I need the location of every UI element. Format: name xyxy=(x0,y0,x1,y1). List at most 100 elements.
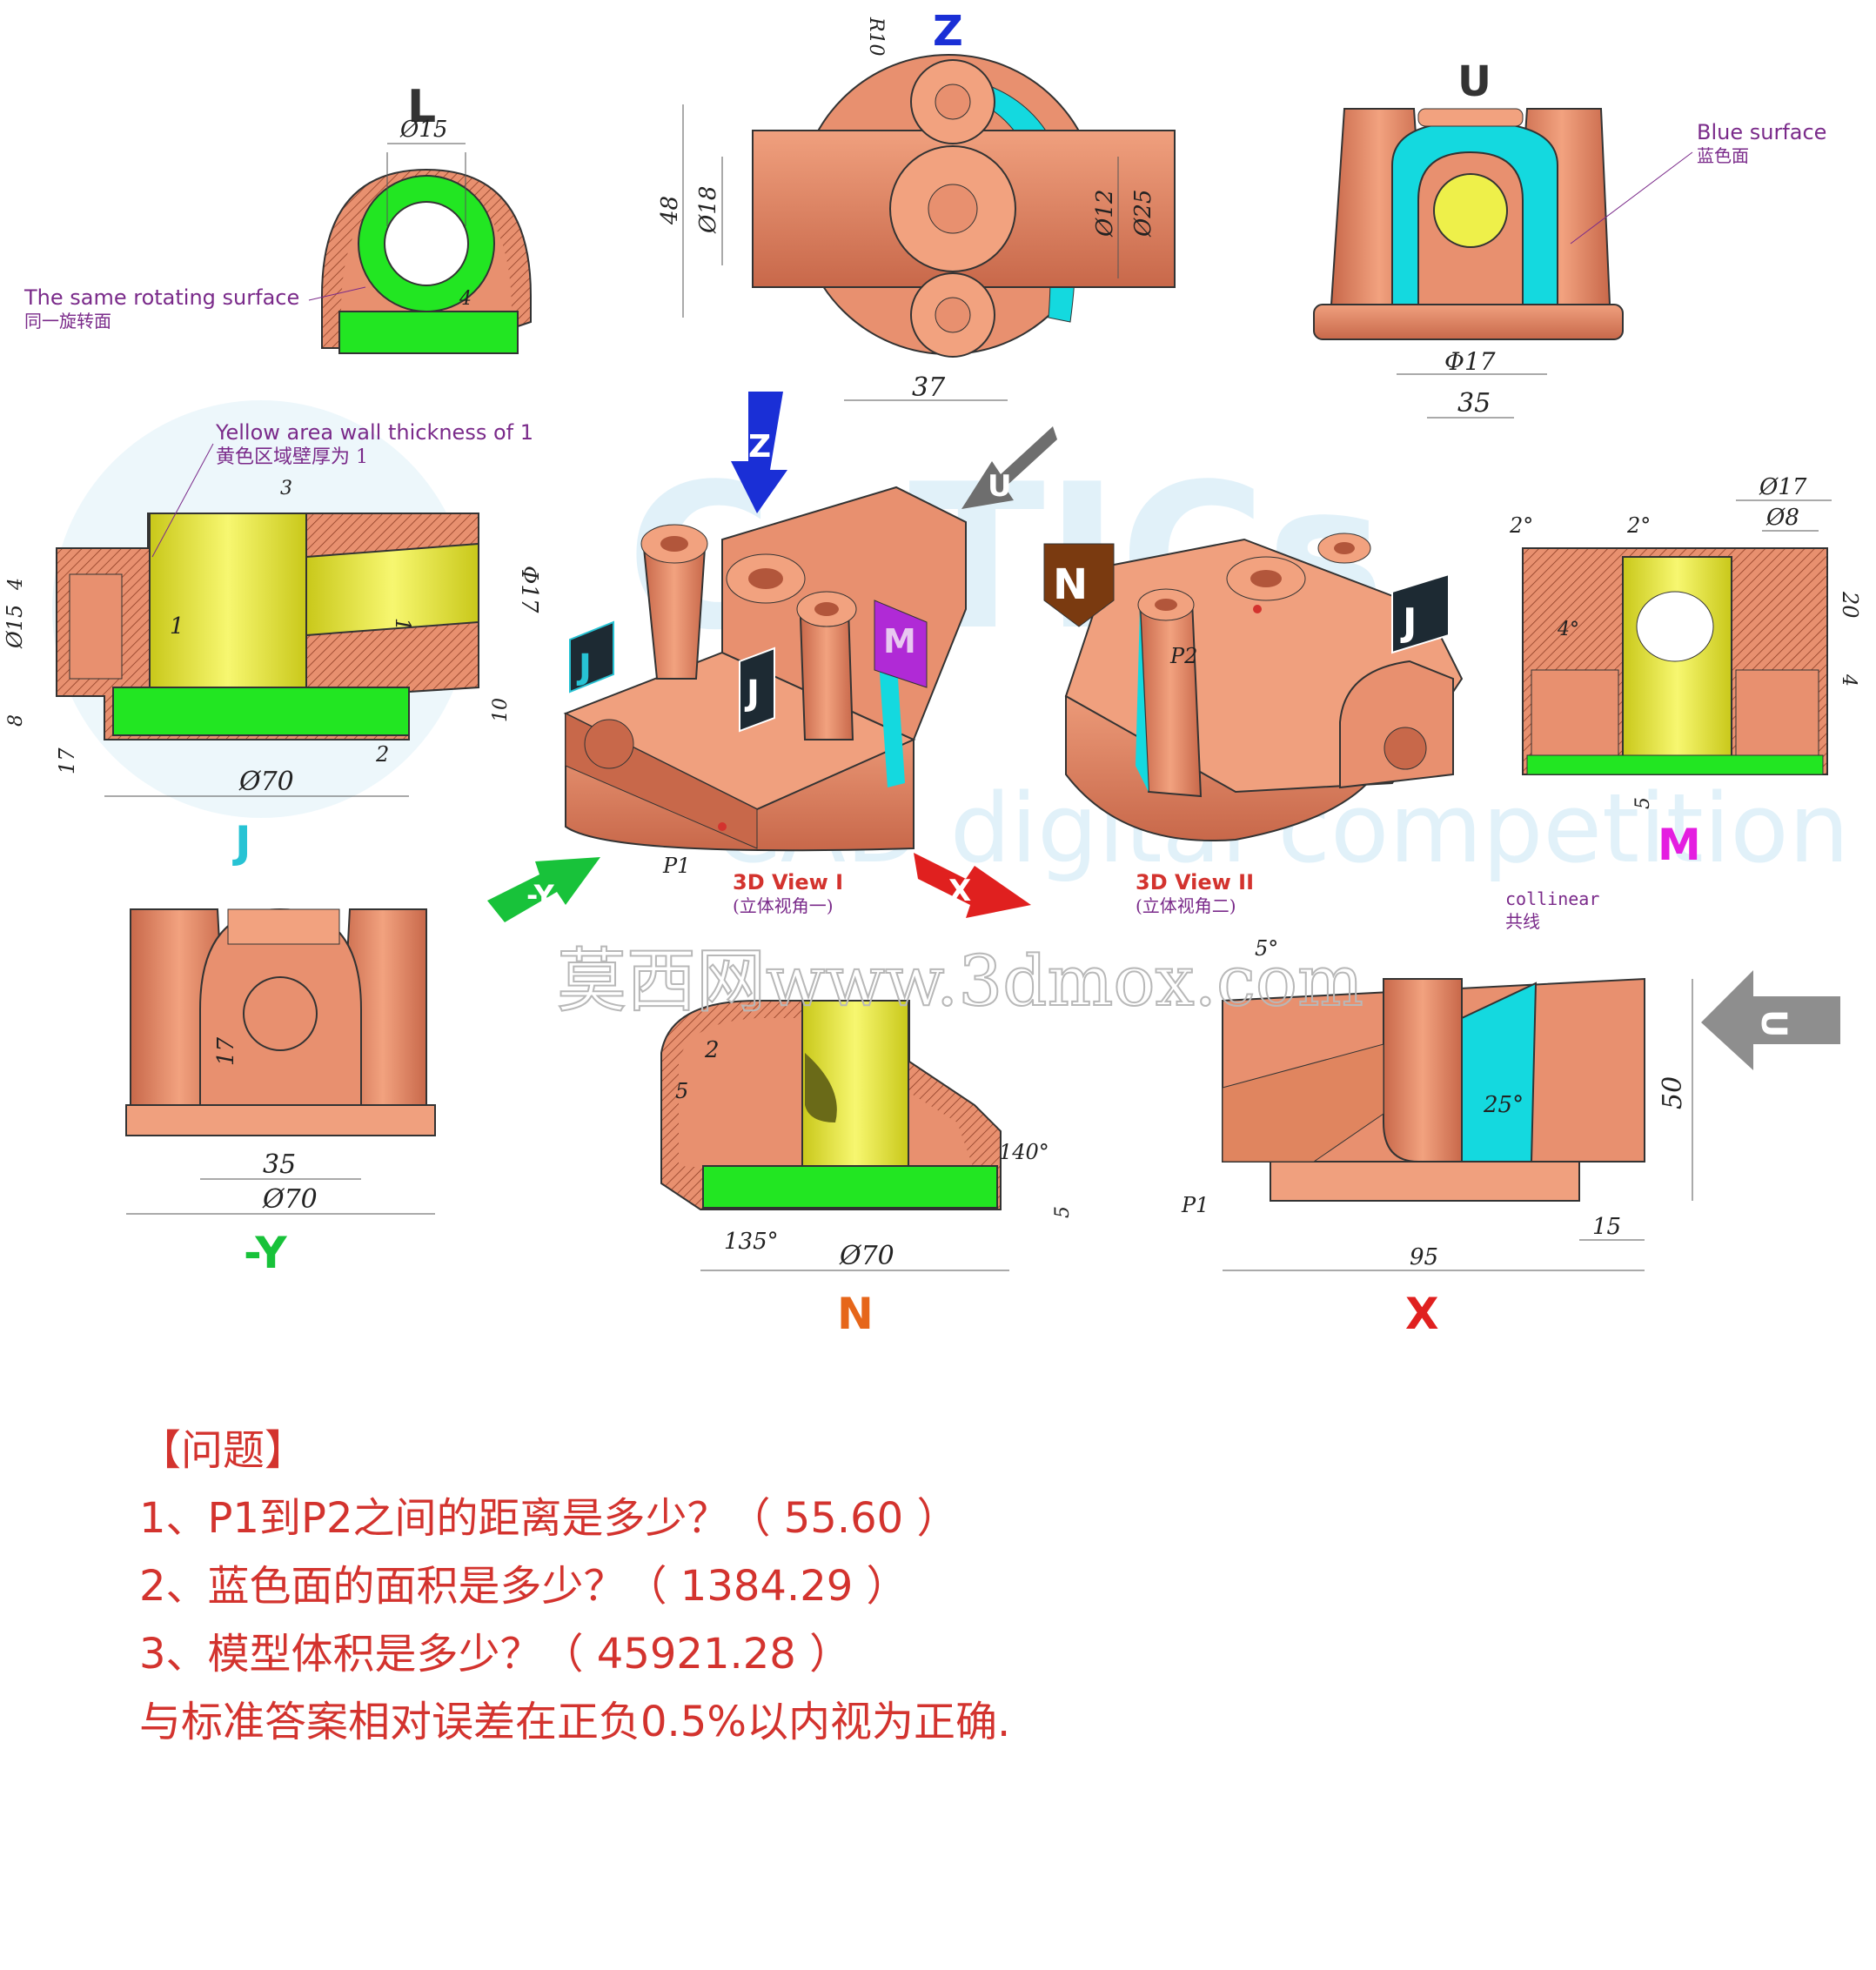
view-Z-dim-1: 48 xyxy=(657,196,683,225)
view-3d-2-title: 3D View II xyxy=(1136,870,1254,895)
view-minus-Y: -Y 17 35 Ø70 xyxy=(125,908,436,1278)
arrow-minus-y: -Y xyxy=(487,857,600,922)
view-3d-2-point: P2 xyxy=(1169,644,1197,668)
view-X-dim-5: P1 xyxy=(1181,1193,1209,1217)
svg-text:U: U xyxy=(988,469,1012,504)
view-L-note-en: The same rotating surface xyxy=(23,285,299,310)
view-3d-2: P2 3D View II (立体视角二) xyxy=(1064,533,1464,916)
view-Z-label: Z xyxy=(933,7,963,56)
view-J-dim-9: 2 xyxy=(375,742,389,767)
view-L-note-cn: 同一旋转面 xyxy=(24,311,111,332)
view-M-dim-6: 4 xyxy=(1838,673,1859,687)
question-2: 2、蓝色面的面积是多少？（ 1384.29 ） xyxy=(139,1562,908,1611)
view-J: J 3 Φ17 4 Ø15 1 1 8 17 10 2 Ø70 Yellow a… xyxy=(3,420,542,868)
view-J-label: J xyxy=(232,817,251,868)
view-3d-1-title-cn: (立体视角一) xyxy=(733,895,834,916)
view-J-dim-5: 1 xyxy=(391,618,415,631)
view-J-dim-6: 8 xyxy=(5,714,27,727)
tag-n: N xyxy=(1043,543,1115,627)
view-M-dim-7: 5 xyxy=(1632,797,1654,809)
arrow-u-2: U xyxy=(1701,970,1840,1070)
view-X-dim-2: 共线 xyxy=(1505,911,1540,932)
svg-text:M: M xyxy=(883,622,916,660)
view-X: X 5° collinear 共线 25° 50 P1 15 95 xyxy=(1181,888,1693,1339)
view-N-dim-1: 5 xyxy=(675,1079,688,1103)
tag-j-3: J xyxy=(1391,573,1450,654)
view-N-dim-4: 135° xyxy=(724,1229,779,1255)
view-M-dim-2: 2° xyxy=(1509,513,1533,538)
view-minus-Y-dim-0: 17 xyxy=(213,1036,239,1066)
view-Z: Z R10 48 Ø18 Ø12 Ø25 37 xyxy=(657,7,1176,403)
view-X-dim-3: 25° xyxy=(1483,1092,1524,1118)
view-M-dim-5: 20 xyxy=(1838,591,1862,619)
view-U-label: U xyxy=(1457,57,1491,106)
view-N-dim-5: Ø70 xyxy=(839,1241,894,1271)
view-L-dim-0: Ø15 xyxy=(399,117,447,143)
view-L-label: L xyxy=(407,81,436,133)
svg-text:J: J xyxy=(1400,600,1417,645)
view-M: M Ø17 Ø8 2° 2° 4° 20 4 5 xyxy=(1509,474,1862,870)
view-U-dim-0: Φ17 xyxy=(1444,347,1496,376)
view-M-dim-1: Ø8 xyxy=(1765,505,1799,531)
view-N: N 2 5 140° 5 135° Ø70 xyxy=(660,1000,1074,1339)
view-J-dim-1: Φ17 xyxy=(516,566,542,613)
view-J-note-en: Yellow area wall thickness of 1 xyxy=(215,420,533,445)
view-3d-1-title: 3D View I xyxy=(733,870,843,895)
svg-text:N: N xyxy=(1053,560,1088,609)
tag-m: M xyxy=(874,600,928,688)
view-J-dim-8: 10 xyxy=(490,698,512,722)
view-J-note-cn: 黄色区域壁厚为 1 xyxy=(216,446,368,468)
view-3d-2-title-cn: (立体视角二) xyxy=(1136,895,1236,916)
view-X-dim-7: 95 xyxy=(1410,1244,1438,1270)
svg-text:J: J xyxy=(744,673,760,714)
view-Z-dim-5: 37 xyxy=(912,372,946,403)
view-X-dim-4: 50 xyxy=(1658,1076,1688,1109)
question-header: 【问题】 xyxy=(139,1426,307,1475)
view-J-dim-0: 3 xyxy=(280,478,292,499)
view-N-dim-2: 140° xyxy=(999,1140,1049,1164)
view-X-dim-1: collinear xyxy=(1505,888,1599,909)
view-X-dim-6: 15 xyxy=(1592,1214,1621,1240)
view-M-dim-4: 4° xyxy=(1557,619,1579,640)
view-U: U Φ17 35 Blue surface 蓝色面 xyxy=(1313,57,1826,419)
view-M-dim-0: Ø17 xyxy=(1759,474,1807,500)
view-M-label: M xyxy=(1658,820,1701,870)
tag-j-2: J xyxy=(739,647,775,733)
answer-note: 与标准答案相对误差在正负0.5%以内视为正确. xyxy=(139,1698,1011,1746)
watermark-url: 莫西网www.3dmox.com xyxy=(557,941,1363,1022)
view-J-dim-4: 1 xyxy=(170,613,184,640)
view-U-note-en: Blue surface xyxy=(1697,120,1826,144)
view-J-dim-10: Ø70 xyxy=(238,767,294,797)
arrow-u: U xyxy=(961,426,1057,509)
view-M-dim-3: 2° xyxy=(1626,513,1651,538)
arrow-x: X xyxy=(914,853,1031,918)
svg-text:X: X xyxy=(948,874,971,908)
view-J-dim-2: 4 xyxy=(5,578,27,591)
view-X-label: X xyxy=(1405,1289,1439,1339)
view-Z-dim-2: Ø18 xyxy=(695,186,721,234)
svg-text:J: J xyxy=(576,647,592,687)
view-U-dim-1: 35 xyxy=(1457,388,1491,419)
view-J-dim-3: Ø15 xyxy=(3,605,27,649)
view-N-dim-0: 2 xyxy=(704,1037,720,1063)
view-Z-dim-0: R10 xyxy=(865,17,887,57)
view-N-label: N xyxy=(837,1289,874,1339)
arrow-z: Z xyxy=(731,392,787,513)
question-1: 1、P1到P2之间的距离是多少？（ 55.60 ） xyxy=(139,1494,959,1543)
svg-text:U: U xyxy=(1753,1009,1793,1037)
question-3: 3、模型体积是多少？（ 45921.28 ） xyxy=(139,1630,852,1679)
view-L-dim-1: 4 xyxy=(459,288,472,310)
question-block: 【问题】 1、P1到P2之间的距离是多少？（ 55.60 ） 2、蓝色面的面积是… xyxy=(139,1417,1792,1756)
view-J-dim-7: 17 xyxy=(55,747,79,774)
view-N-dim-3: 5 xyxy=(1052,1206,1074,1218)
view-Z-dim-3: Ø12 xyxy=(1092,190,1118,238)
view-minus-Y-label: -Y xyxy=(244,1228,287,1278)
view-3d-1-point: P1 xyxy=(662,854,690,878)
view-L: L Ø15 4 The same rotating surface 同一旋转面 xyxy=(23,81,532,354)
view-minus-Y-dim-2: Ø70 xyxy=(262,1184,318,1215)
view-U-note-cn: 蓝色面 xyxy=(1697,145,1749,166)
view-Z-dim-4: Ø25 xyxy=(1130,190,1156,238)
svg-text:-Y: -Y xyxy=(526,879,555,912)
svg-text:Z: Z xyxy=(748,429,771,465)
